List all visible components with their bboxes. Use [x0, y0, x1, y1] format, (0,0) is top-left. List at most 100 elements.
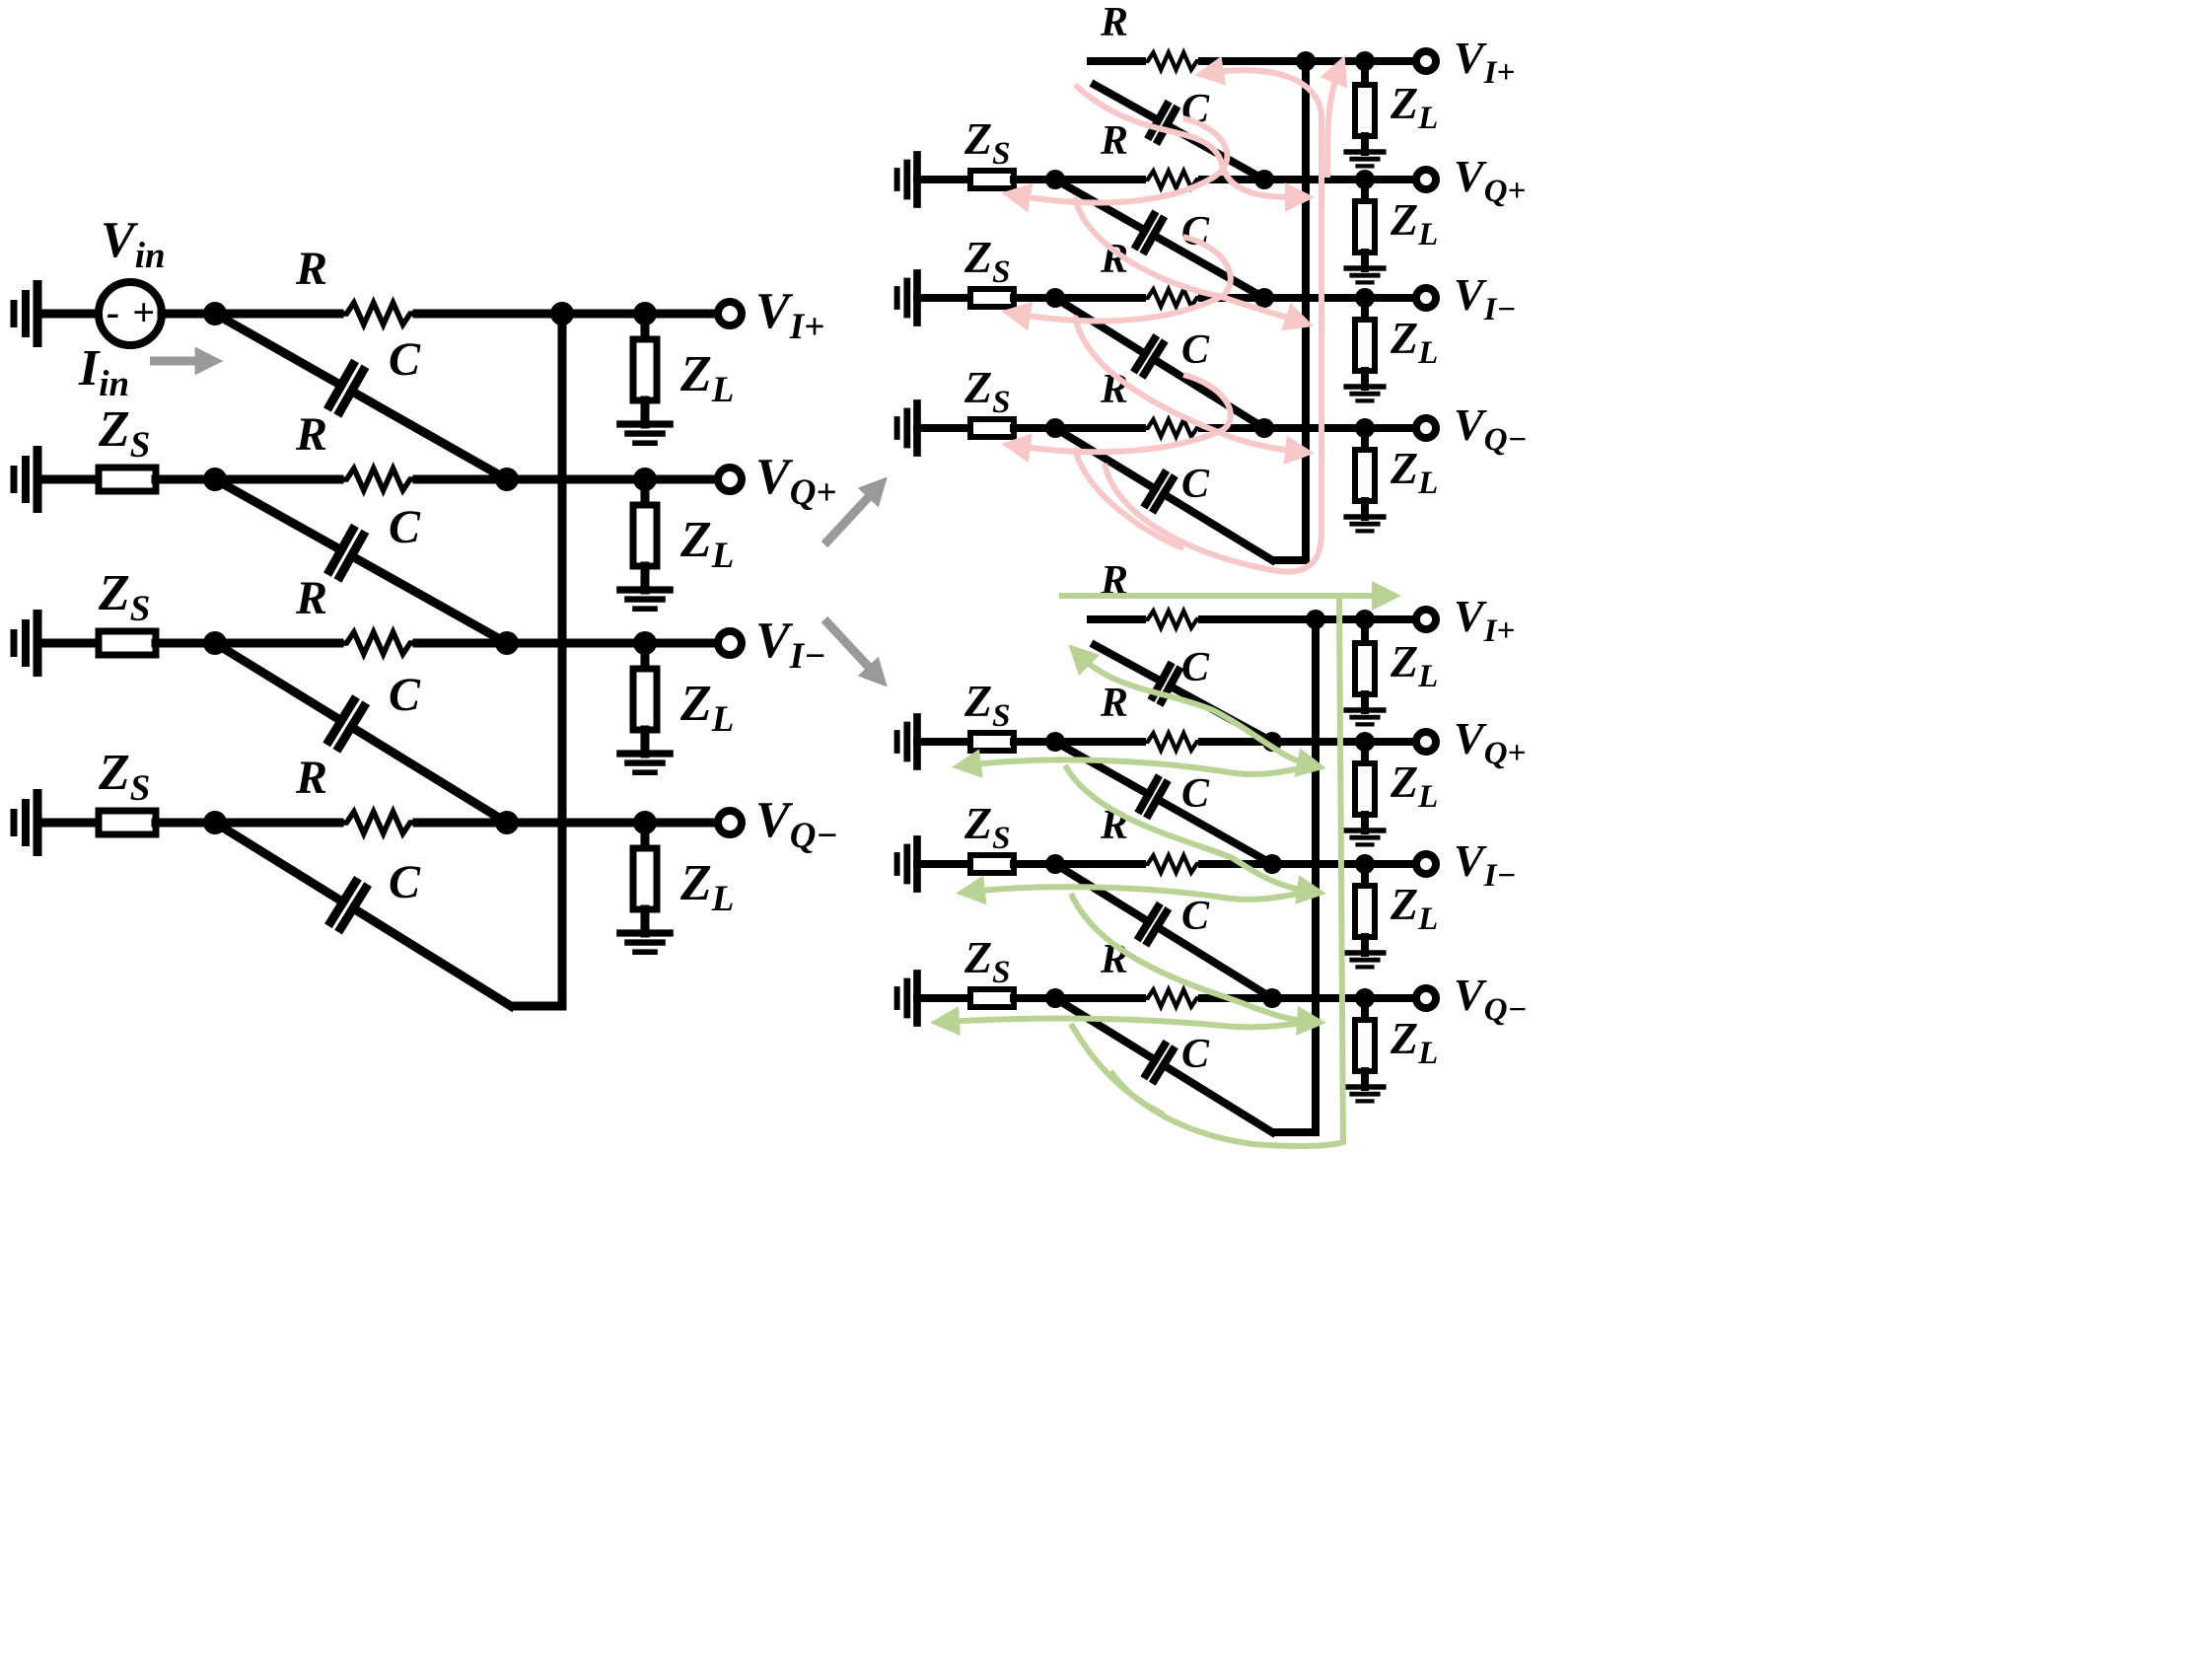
load-impedance-label-main: Z [1390, 879, 1418, 929]
current-path [1068, 644, 1326, 777]
output-voltage-label-0-main: V [755, 283, 794, 339]
output-voltage-label-0: VI+ [1454, 591, 1515, 649]
ground-symbol-load [1343, 830, 1386, 844]
load-impedance-label-subscript: L [1417, 1036, 1438, 1071]
load-impedance-box [1352, 640, 1378, 697]
output-voltage-label-2: VI− [1454, 835, 1517, 894]
source-impedance-label: ZS [963, 932, 1010, 990]
output-voltage-label-0: VI+ [755, 283, 824, 347]
output-terminal [714, 298, 746, 329]
load-impedance-label: ZL [1390, 636, 1438, 694]
output-voltage-label-2-main: V [1454, 835, 1487, 886]
load-impedance-label-subscript: L [711, 536, 735, 576]
output-voltage-label-0: VI+ [1454, 33, 1515, 91]
feedback-bus [511, 314, 567, 1011]
load-impedance-label: ZL [1390, 879, 1438, 937]
output-terminal [1412, 284, 1440, 312]
load-impedance-label-main: Z [1390, 313, 1418, 363]
capacitor-plate [1133, 901, 1164, 943]
output-voltage-label-2: VI− [1454, 269, 1517, 327]
source-impedance-box [967, 286, 1017, 310]
capacitor-label-main: C [1181, 327, 1210, 373]
source-impedance-label: ZS [98, 401, 150, 466]
source-impedance-box [95, 627, 160, 659]
source-impedance-label-main: Z [963, 676, 992, 726]
source-impedance-label-main: Z [963, 798, 992, 848]
output-terminal [1412, 984, 1440, 1012]
capacitor-plate [1139, 214, 1169, 256]
source-impedance-box [95, 807, 160, 838]
source-impedance-label-subscript: S [992, 385, 1010, 420]
output-voltage-label-3: VQ− [1454, 970, 1528, 1028]
capacitor-lead [1158, 1059, 1278, 1138]
load-impedance-label-main: Z [679, 346, 712, 402]
source-impedance-label-subscript: S [992, 955, 1010, 990]
load-impedance-label-subscript: L [711, 879, 735, 919]
resistor-symbol [1142, 733, 1202, 750]
capacitor-label-main: C [389, 333, 421, 386]
resistor-symbol [1142, 855, 1202, 872]
current-path [1001, 115, 1231, 213]
output-voltage-label-1: VQ+ [755, 449, 837, 513]
capacitor-lead [1049, 422, 1161, 495]
capacitor-plate [334, 882, 372, 935]
feedback-bus [1272, 61, 1310, 564]
source-impedance-label-main: Z [963, 232, 992, 282]
resistor-symbol [1142, 989, 1202, 1006]
ground-symbol-load [616, 590, 674, 609]
load-impedance-label-main: Z [1390, 78, 1418, 128]
resistor-label: R [1100, 681, 1128, 726]
load-impedance-label: ZL [679, 855, 734, 919]
output-terminal [714, 807, 746, 838]
capacitor-plate [1152, 104, 1181, 146]
source-impedance-label-main: Z [963, 362, 992, 412]
capacitor-label-main: C [1181, 894, 1210, 939]
capacitor-label-main: C [389, 669, 421, 721]
load-impedance-label-main: Z [1390, 443, 1418, 493]
capacitor-plate [333, 364, 370, 418]
source-impedance-label: ZS [963, 232, 1010, 290]
ground-symbol-load [1343, 387, 1386, 400]
load-impedance-label-main: Z [1390, 757, 1418, 807]
source-impedance-label-subscript: S [992, 136, 1010, 172]
capacitor-lead [208, 307, 348, 392]
load-impedance-label-main: Z [679, 512, 712, 568]
load-impedance-label: ZL [1390, 313, 1438, 371]
current-path [1320, 55, 1348, 179]
capacitor-plate [1138, 338, 1169, 380]
capacitor-plate [1140, 468, 1171, 510]
resistor-label: R [295, 243, 327, 295]
source-impedance-label-main: Z [98, 401, 130, 458]
ground-symbol-load [1343, 268, 1386, 282]
load-impedance-label-subscript: L [1417, 779, 1438, 815]
resistor-label-main: R [1100, 118, 1128, 164]
ground-symbol-load [616, 424, 674, 443]
output-voltage-label-0-subscript: I+ [1483, 55, 1516, 91]
load-impedance-label: ZL [1390, 757, 1438, 815]
feedback-bus [1272, 619, 1320, 1136]
input-current-label: Iin [78, 340, 129, 404]
input-current-label-main: I [78, 340, 101, 397]
current-path [956, 875, 1313, 905]
current-path [1107, 595, 1347, 1149]
output-voltage-label-0-subscript: I+ [1483, 613, 1516, 649]
load-impedance-box [1352, 883, 1378, 940]
source-impedance-label-main: Z [963, 932, 992, 982]
capacitor-plate [1140, 1039, 1171, 1081]
current-path [1072, 82, 1315, 212]
load-impedance-box [629, 665, 661, 734]
capacitor-plate [1143, 778, 1172, 821]
source-impedance-box [967, 416, 1017, 440]
resistor-label: R [1100, 0, 1128, 45]
capacitor-plate [1134, 773, 1163, 816]
output-voltage-label-1-subscript: Q+ [790, 472, 837, 513]
capacitor-lead [345, 720, 514, 830]
current-path [1062, 763, 1326, 904]
capacitor-label-main: C [1181, 462, 1210, 507]
output-terminal [1412, 166, 1440, 193]
output-voltage-label-1: VQ+ [1454, 151, 1526, 209]
load-impedance-box [1352, 760, 1378, 818]
input-voltage-label-subscript: in [135, 236, 166, 276]
output-voltage-label-1-main: V [755, 449, 794, 505]
